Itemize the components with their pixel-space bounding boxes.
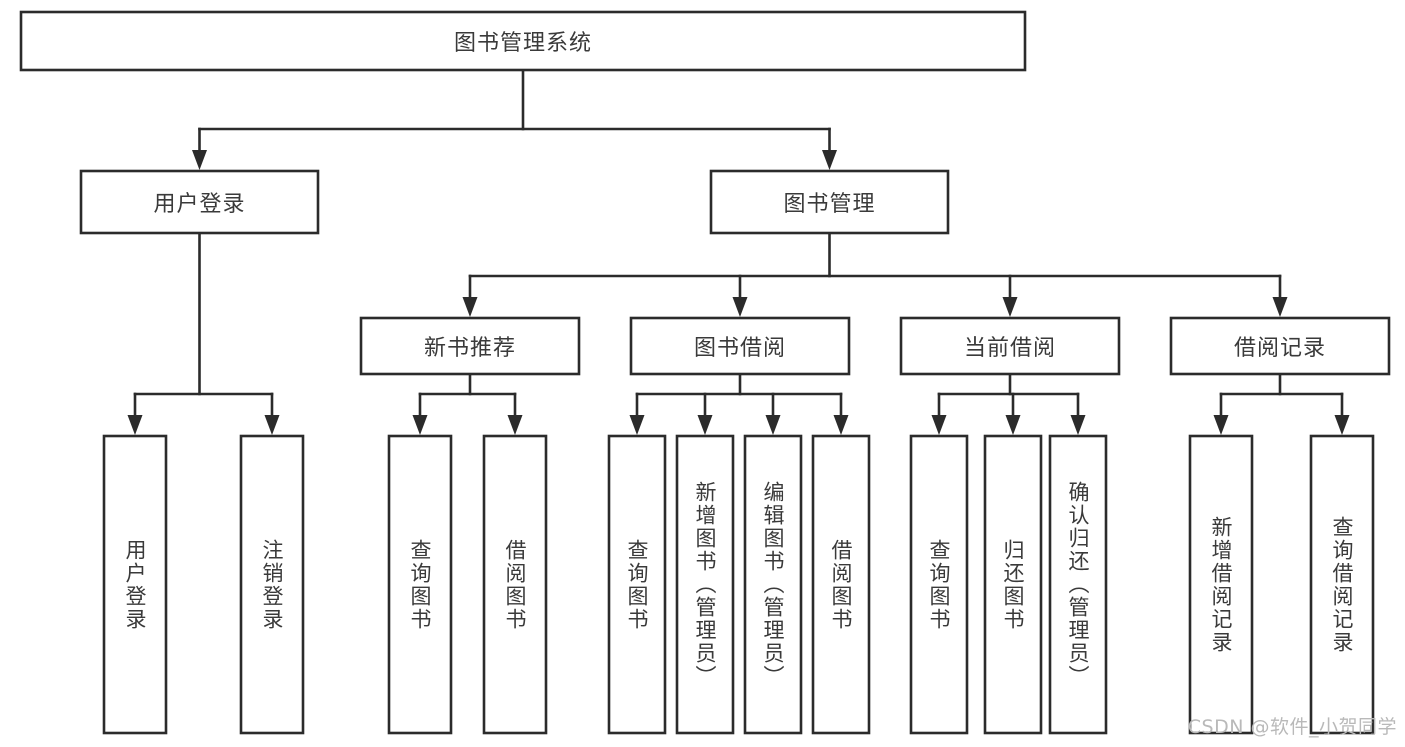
node-box-group xyxy=(19,10,1391,735)
arrow-head-icon xyxy=(1213,415,1229,435)
arrow-head-icon xyxy=(629,415,645,435)
node-book-borrow-box[interactable] xyxy=(629,316,851,376)
arrow-head-icon xyxy=(1272,297,1288,317)
node-leaf-edit-book-box[interactable] xyxy=(743,434,803,735)
connector-group xyxy=(127,68,1350,435)
node-leaf-borrow-book-1-box[interactable] xyxy=(482,434,548,735)
arrow-head-icon xyxy=(1005,415,1021,435)
node-leaf-user-login-box[interactable] xyxy=(102,434,168,735)
node-book-manage-box[interactable] xyxy=(709,169,950,235)
arrow-head-icon xyxy=(822,150,837,170)
node-leaf-borrow-book-2-box[interactable] xyxy=(811,434,871,735)
node-leaf-logout-box[interactable] xyxy=(239,434,305,735)
arrow-head-icon xyxy=(192,150,207,170)
arrow-head-icon xyxy=(127,415,143,435)
arrow-head-icon xyxy=(507,415,523,435)
node-user-login-box[interactable] xyxy=(79,169,320,235)
arrow-head-icon xyxy=(1334,415,1350,435)
node-leaf-query-book-2-box[interactable] xyxy=(607,434,667,735)
arrow-head-icon xyxy=(732,297,748,317)
node-leaf-add-book-box[interactable] xyxy=(675,434,735,735)
node-leaf-return-book-box[interactable] xyxy=(983,434,1043,735)
arrow-head-icon xyxy=(462,297,478,317)
node-leaf-add-record-box[interactable] xyxy=(1188,434,1254,735)
node-leaf-query-book-3-box[interactable] xyxy=(909,434,969,735)
arrow-head-icon xyxy=(833,415,849,435)
node-borrow-record-box[interactable] xyxy=(1169,316,1391,376)
node-new-book-rec-box[interactable] xyxy=(359,316,581,376)
node-root-box[interactable] xyxy=(19,10,1027,72)
arrow-head-icon xyxy=(1002,297,1018,317)
arrow-head-icon xyxy=(1070,415,1086,435)
arrow-head-icon xyxy=(931,415,947,435)
arrow-head-icon xyxy=(697,415,713,435)
node-leaf-query-book-1-box[interactable] xyxy=(387,434,453,735)
arrow-head-icon xyxy=(412,415,428,435)
node-current-borrow-box[interactable] xyxy=(899,316,1121,376)
node-leaf-query-record-box[interactable] xyxy=(1309,434,1375,735)
arrow-head-icon xyxy=(264,415,280,435)
node-leaf-confirm-return-box[interactable] xyxy=(1048,434,1108,735)
arrow-head-icon xyxy=(765,415,781,435)
